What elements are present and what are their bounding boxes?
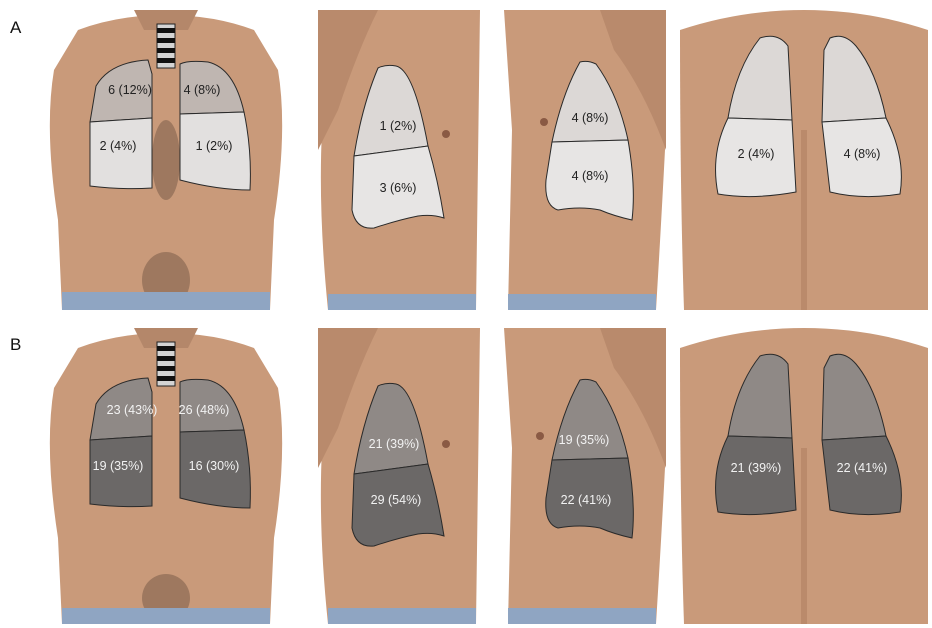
zone-label: 19 (35%) [559,433,610,447]
panel-a-right-lateral: 1 (2%) 3 (6%) [318,10,480,310]
panel-a-anterior: 6 (12%) 4 (8%) 2 (4%) 1 (2%) [38,10,294,310]
zone-label: 22 (41%) [837,461,888,475]
panel-b-right-lateral: 21 (39%) 29 (54%) [318,328,480,624]
row-label-b: B [10,335,21,355]
zone-label: 6 (12%) [108,83,152,97]
right-lateral-photo-b: 21 (39%) 29 (54%) [318,328,480,624]
panel-b-left-lateral: 19 (35%) 22 (41%) [504,328,666,624]
anterior-photo-a: 6 (12%) 4 (8%) 2 (4%) 1 (2%) [38,10,294,310]
zone-label: 19 (35%) [93,459,144,473]
zone-label: 4 (8%) [572,111,609,125]
zone-label: 16 (30%) [189,459,240,473]
zone-label: 26 (48%) [179,403,230,417]
zone-label: 23 (43%) [107,403,158,417]
trachea-icon [157,24,175,68]
zone-label: 3 (6%) [380,181,417,195]
zone-label: 2 (4%) [738,147,775,161]
zone-label: 1 (2%) [380,119,417,133]
panel-b-posterior: 21 (39%) 22 (41%) [680,328,928,624]
zone-label: 4 (8%) [844,147,881,161]
zone-label: 1 (2%) [196,139,233,153]
zone-label: 4 (8%) [572,169,609,183]
row-label-a: A [10,18,21,38]
zone-label: 22 (41%) [561,493,612,507]
zone-label: 29 (54%) [371,493,422,507]
zone-label: 21 (39%) [369,437,420,451]
anterior-photo-b: 23 (43%) 26 (48%) 19 (35%) 16 (30%) [38,328,294,624]
panel-b-anterior: 23 (43%) 26 (48%) 19 (35%) 16 (30%) [38,328,294,624]
zone-label: 21 (39%) [731,461,782,475]
left-lateral-photo-b: 19 (35%) 22 (41%) [504,328,666,624]
posterior-photo-b: 21 (39%) 22 (41%) [680,328,928,624]
right-lateral-photo-a: 1 (2%) 3 (6%) [318,10,480,310]
trachea-icon [157,342,175,386]
left-lateral-photo-a: 4 (8%) 4 (8%) [504,10,666,310]
zone-label: 2 (4%) [100,139,137,153]
posterior-photo-a: 2 (4%) 4 (8%) [680,10,928,310]
panel-a-posterior: 2 (4%) 4 (8%) [680,10,928,310]
panel-a-left-lateral: 4 (8%) 4 (8%) [504,10,666,310]
zone-label: 4 (8%) [184,83,221,97]
